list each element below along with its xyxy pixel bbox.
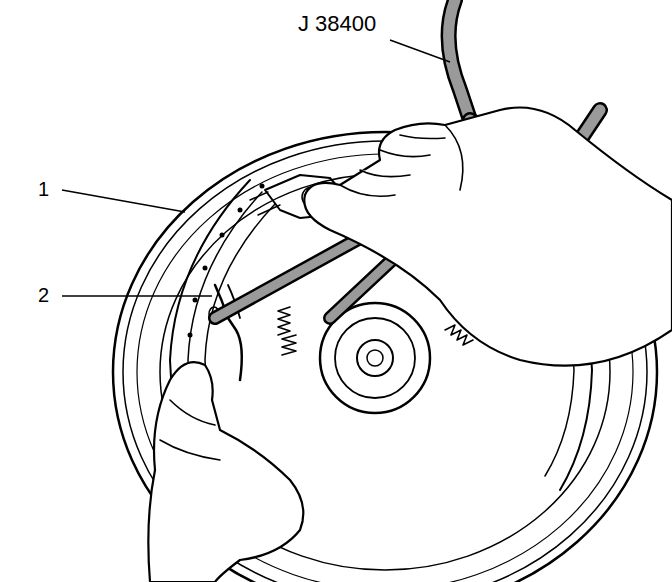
leader-line [62, 40, 450, 296]
tool-number: J 38400 [296, 12, 378, 36]
callout-number: 2 [36, 284, 51, 306]
hand [304, 108, 672, 366]
callout-number: 1 [36, 178, 51, 200]
hand [148, 362, 303, 582]
return-spring [278, 307, 473, 355]
